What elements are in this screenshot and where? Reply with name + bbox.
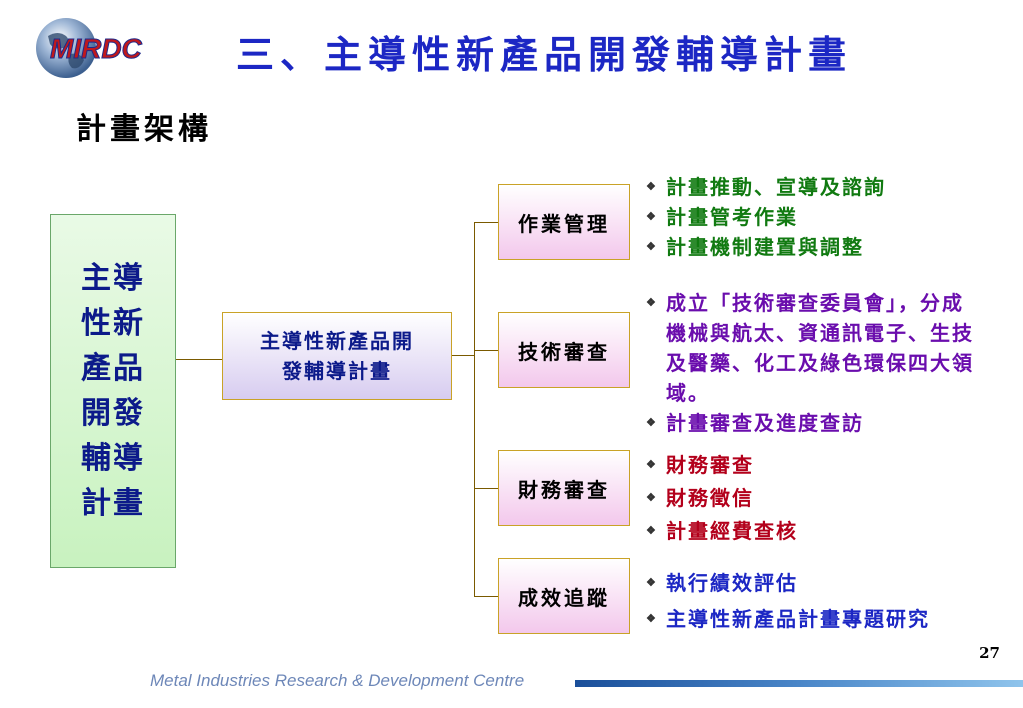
- hub-plan-label: 主導性新產品開發輔導計畫: [260, 329, 414, 383]
- connector-hub-out: [452, 355, 474, 356]
- bullet-list-performance-tracking: ❖執行績效評估 ❖主導性新產品計畫專題研究: [646, 568, 930, 634]
- category-box-operations: 作業管理: [498, 184, 630, 260]
- hub-plan-box: 主導性新產品開發輔導計畫: [222, 312, 452, 400]
- diamond-bullet-icon: ❖: [646, 210, 658, 223]
- category-label: 作業管理: [518, 211, 610, 236]
- bullet-item: ❖財務徵信: [646, 483, 798, 513]
- main-plan-label: 主導性新產品開發輔導計畫: [81, 261, 145, 521]
- footer-bar: [575, 680, 1023, 687]
- diamond-bullet-icon: ❖: [646, 416, 658, 429]
- diamond-bullet-icon: ❖: [646, 458, 658, 471]
- connector-branch-4: [474, 596, 498, 597]
- bullet-item: ❖執行績效評估: [646, 568, 930, 598]
- connector-branch-1: [474, 222, 498, 223]
- bullet-item: ❖主導性新產品計畫專題研究: [646, 604, 930, 634]
- bullet-item: ❖計畫推動、宣導及諮詢: [646, 172, 886, 202]
- diamond-bullet-icon: ❖: [646, 491, 658, 504]
- category-label: 技術審查: [518, 339, 610, 364]
- category-box-financial-review: 財務審查: [498, 450, 630, 526]
- bullet-list-technical-review: ❖成立「技術審查委員會」，分成機械與航太、資通訊電子、生技及醫藥、化工及綠色環保…: [646, 288, 984, 438]
- diamond-bullet-icon: ❖: [646, 524, 658, 537]
- logo-text: MIRDC: [50, 33, 143, 64]
- diamond-bullet-icon: ❖: [646, 576, 658, 589]
- bullet-item: ❖計畫審查及進度查訪: [646, 408, 984, 438]
- category-label: 財務審查: [518, 477, 610, 502]
- diamond-bullet-icon: ❖: [646, 296, 658, 309]
- category-box-performance-tracking: 成效追蹤: [498, 558, 630, 634]
- category-label: 成效追蹤: [518, 585, 610, 610]
- diamond-bullet-icon: ❖: [646, 240, 658, 253]
- bullet-item: ❖計畫管考作業: [646, 202, 886, 232]
- globe-logo-icon: MIRDC: [36, 18, 143, 78]
- footer-org-name: Metal Industries Research & Development …: [150, 671, 525, 690]
- bullet-item: ❖計畫機制建置與調整: [646, 232, 886, 262]
- section-subtitle: 計畫架構: [76, 112, 212, 147]
- bullet-list-operations: ❖計畫推動、宣導及諮詢 ❖計畫管考作業 ❖計畫機制建置與調整: [646, 172, 886, 262]
- connector-trunk: [474, 222, 475, 596]
- category-box-technical-review: 技術審查: [498, 312, 630, 388]
- diamond-bullet-icon: ❖: [646, 180, 658, 193]
- main-plan-box: 主導性新產品開發輔導計畫: [50, 214, 176, 568]
- bullet-list-financial-review: ❖財務審查 ❖財務徵信 ❖計畫經費查核: [646, 450, 798, 546]
- connector-branch-3: [474, 488, 498, 489]
- bullet-item: ❖財務審查: [646, 450, 798, 480]
- connector-branch-2: [474, 350, 498, 351]
- diamond-bullet-icon: ❖: [646, 612, 658, 625]
- bullet-item: ❖計畫經費查核: [646, 516, 798, 546]
- page-number: 27: [979, 644, 1000, 662]
- connector-main-to-hub: [176, 359, 222, 360]
- bullet-item: ❖成立「技術審查委員會」，分成機械與航太、資通訊電子、生技及醫藥、化工及綠色環保…: [646, 288, 984, 408]
- slide-title: 三、主導性新產品開發輔導計畫: [236, 32, 853, 77]
